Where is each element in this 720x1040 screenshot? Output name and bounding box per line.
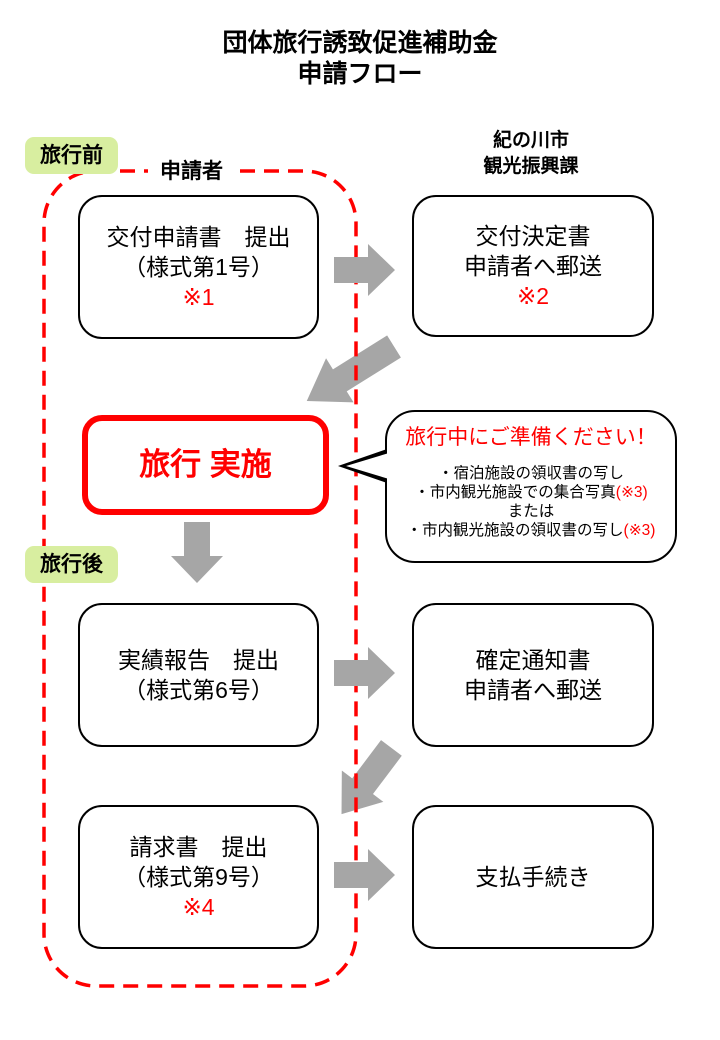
page-title-line2: 申請フロー — [297, 60, 423, 88]
arrow-down-icon — [170, 522, 224, 589]
box-payment-line1: 支払手続き — [475, 864, 591, 890]
callout-item-facility-receipt-text: ・市内観光施設の領収書の写し — [406, 522, 624, 539]
box-application-line2: （様式第1号） — [123, 254, 274, 280]
phase-label-after-travel: 旅行後 — [25, 546, 118, 583]
box-application-line1: 交付申請書 提出 — [106, 224, 291, 250]
callout-item-group-photo: ・市内観光施設での集合写真(※3) — [414, 483, 647, 502]
box-notice-line1: 確定通知書 — [475, 647, 591, 673]
box-report-line1: 実績報告 提出 — [118, 647, 279, 673]
city-header-line2: 観光振興課 — [483, 156, 579, 177]
box-payment-procedure: 支払手続き — [412, 805, 654, 949]
callout-title: 旅行中にご準備ください！ — [405, 426, 657, 449]
box-decision-note: ※2 — [516, 283, 550, 309]
column-header-city: 紀の川市 観光振興課 — [412, 128, 650, 180]
arrow-down-left-icon — [295, 332, 405, 416]
box-decision-line2: 申請者へ郵送 — [464, 253, 602, 279]
box-invoice-line1: 請求書 提出 — [129, 834, 268, 860]
callout-item-group-photo-note: (※3) — [615, 484, 648, 501]
page-title-line1: 団体旅行誘致促進補助金 — [222, 29, 498, 57]
box-invoice-submit: 請求書 提出 （様式第9号） ※4 — [78, 805, 319, 949]
lane-label-applicant: 申請者 — [148, 155, 235, 185]
callout-item-lodging-receipt: ・宿泊施設の領収書の写し — [437, 465, 624, 482]
phase-label-before-travel: 旅行前 — [25, 137, 118, 174]
box-travel-execution: 旅行 実施 — [82, 415, 329, 515]
box-application-submit: 交付申請書 提出 （様式第1号） ※1 — [78, 195, 319, 339]
box-decision-line1: 交付決定書 — [475, 223, 591, 249]
box-invoice-note: ※4 — [182, 894, 215, 920]
city-header-line1: 紀の川市 — [492, 130, 569, 151]
callout-item-or: または — [507, 503, 555, 520]
callout-bubble: 旅行中にご準備ください！ ・宿泊施設の領収書の写し ・市内観光施設での集合写真(… — [338, 410, 677, 563]
callout-item-facility-receipt: ・市内観光施設の領収書の写し(※3) — [407, 521, 656, 540]
box-result-report: 実績報告 提出 （様式第6号） — [78, 603, 319, 747]
arrow-right-icon — [334, 243, 396, 302]
box-grant-decision: 交付決定書 申請者へ郵送 ※2 — [412, 195, 654, 337]
box-notice-line2: 申請者へ郵送 — [464, 677, 602, 703]
page-title: 団体旅行誘致促進補助金 申請フロー — [0, 28, 720, 90]
box-travel-label: 旅行 実施 — [139, 447, 272, 482]
callout-item-facility-receipt-note: (※3) — [623, 522, 656, 539]
callout-item-group-photo-text: ・市内観光施設での集合写真 — [414, 484, 616, 501]
arrow-right-icon — [334, 848, 396, 907]
box-invoice-line2: （様式第9号） — [123, 864, 274, 890]
box-report-line2: （様式第6号） — [123, 677, 274, 703]
box-application-note: ※1 — [182, 284, 215, 310]
box-confirmation-notice: 確定通知書 申請者へ郵送 — [412, 603, 654, 747]
arrow-down-left-icon — [325, 740, 409, 822]
arrow-right-icon — [334, 646, 396, 705]
